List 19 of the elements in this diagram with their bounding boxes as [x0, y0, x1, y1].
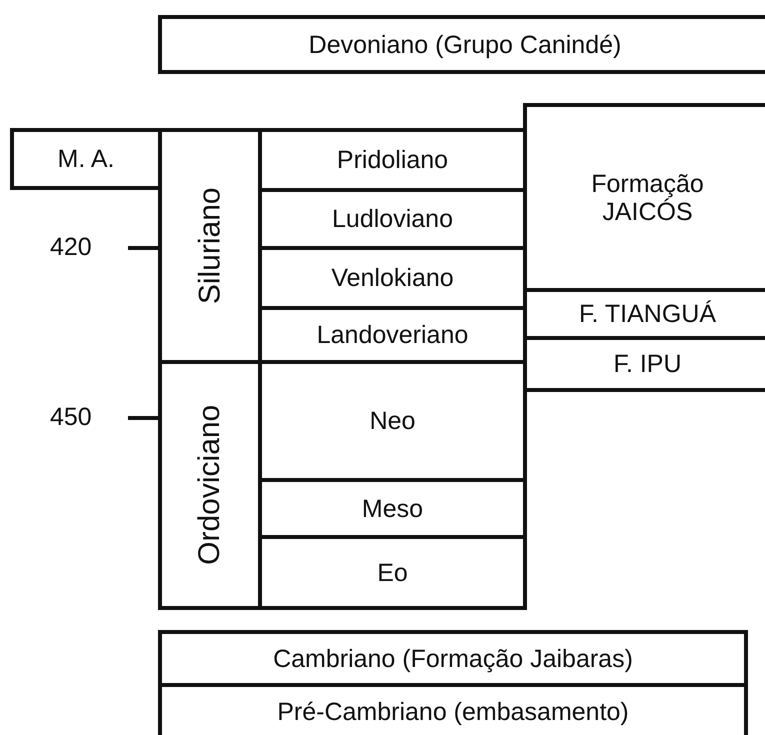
- formation-label: F. TIANGUÁ: [578, 300, 716, 328]
- stage-label: Neo: [370, 407, 416, 435]
- header-label: M. A.: [58, 145, 114, 173]
- period-label: Cambriano (Formação Jaibaras): [273, 644, 633, 672]
- stage-label: Landoveriano: [316, 321, 468, 349]
- stage-label: Venlokiano: [331, 264, 454, 292]
- age-label: 450: [50, 403, 92, 432]
- stage-label: Pridoliano: [336, 146, 448, 174]
- formation-label: F. IPU: [613, 350, 682, 378]
- stage-label: Ludloviano: [332, 205, 453, 233]
- formation-label: Formação JAICÓS: [590, 170, 705, 226]
- period-label: Siluriano: [193, 188, 227, 304]
- stage-label: Meso: [362, 494, 424, 522]
- age-label: 420: [50, 233, 92, 262]
- period-label: Pré-Cambriano (embasamento): [277, 698, 629, 726]
- period-label: Ordoviciano: [193, 404, 227, 566]
- period-label: Devoniano (Grupo Canindé): [308, 30, 622, 58]
- period-box: [158, 15, 765, 74]
- stage-label: Eo: [377, 558, 408, 586]
